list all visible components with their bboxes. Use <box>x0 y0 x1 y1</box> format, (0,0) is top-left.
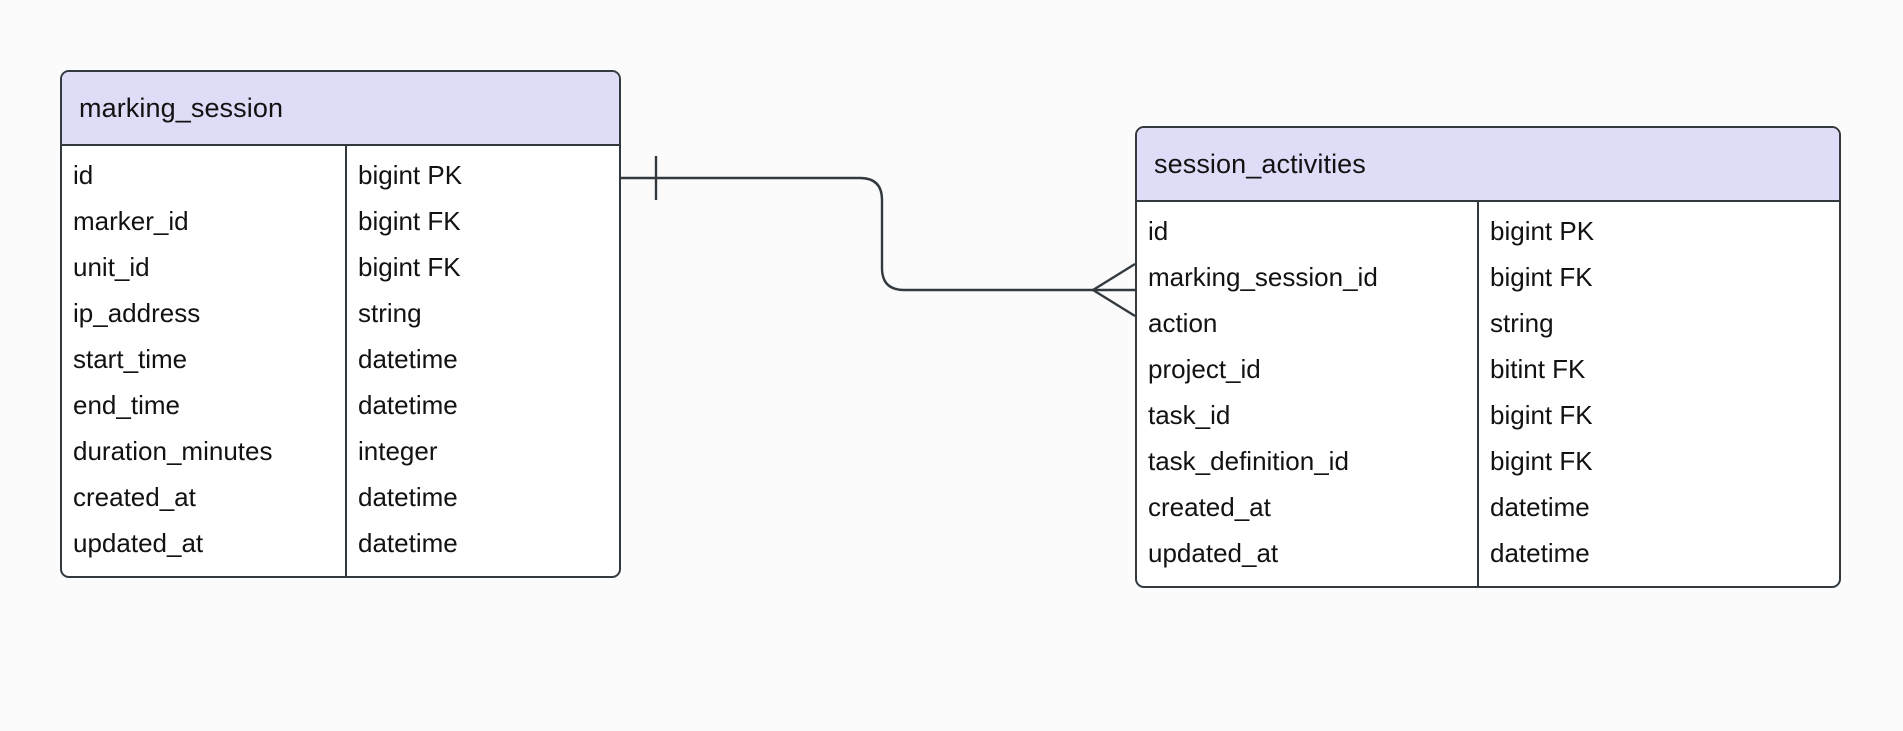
entity-body-session-activities: id marking_session_id action project_id … <box>1137 202 1839 586</box>
field-name-column: id marking_session_id action project_id … <box>1137 202 1479 586</box>
field-type: integer <box>358 435 438 466</box>
field-type: bigint FK <box>1490 261 1593 292</box>
field-type: bigint FK <box>1490 445 1593 476</box>
crows-foot-icon <box>1092 288 1136 318</box>
field-type: datetime <box>358 389 458 420</box>
field-type: datetime <box>358 343 458 374</box>
field-name: marking_session_id <box>1148 261 1378 292</box>
field-name: ip_address <box>73 297 201 328</box>
field-type: datetime <box>358 481 458 512</box>
field-name: id <box>1148 215 1169 246</box>
field-type: bigint FK <box>358 205 461 236</box>
field-type: datetime <box>1490 537 1590 568</box>
field-type: bigint PK <box>1490 215 1595 246</box>
field-type: datetime <box>1490 491 1590 522</box>
field-name: task_id <box>1148 399 1231 430</box>
field-name: id <box>73 159 94 190</box>
field-name-column: id marker_id unit_id ip_address start_ti… <box>62 146 347 576</box>
field-name: created_at <box>73 481 196 512</box>
field-type-column: bigint PK bigint FK string bitint FK big… <box>1479 202 1839 586</box>
field-name: updated_at <box>73 527 204 558</box>
entity-title: session_activities <box>1154 148 1366 179</box>
field-name: marker_id <box>73 205 189 236</box>
field-type-column: bigint PK bigint FK bigint FK string dat… <box>347 146 619 576</box>
field-name: action <box>1148 307 1218 338</box>
entity-title: marking_session <box>79 92 284 123</box>
field-type: bitint FK <box>1490 353 1586 384</box>
crows-foot-icon <box>1092 262 1136 292</box>
entity-body-marking-session: id marker_id unit_id ip_address start_ti… <box>62 146 619 576</box>
relationship-line-marking-session-to-session-activities <box>621 176 1135 292</box>
entity-header-marking-session: marking_session <box>62 72 619 146</box>
field-name: updated_at <box>1148 537 1279 568</box>
entity-marking-session[interactable]: marking_session id marker_id unit_id ip_… <box>60 70 621 578</box>
field-name: task_definition_id <box>1148 445 1349 476</box>
field-type: string <box>358 297 422 328</box>
field-name: end_time <box>73 389 180 420</box>
entity-session-activities[interactable]: session_activities id marking_session_id… <box>1135 126 1841 588</box>
field-name: created_at <box>1148 491 1271 522</box>
field-type: datetime <box>358 527 458 558</box>
field-name: start_time <box>73 343 188 374</box>
field-type: bigint FK <box>358 251 461 282</box>
field-type: bigint FK <box>1490 399 1593 430</box>
field-type: bigint PK <box>358 159 463 190</box>
entity-header-session-activities: session_activities <box>1137 128 1839 202</box>
field-type: string <box>1490 307 1554 338</box>
field-name: duration_minutes <box>73 435 273 466</box>
field-name: unit_id <box>73 251 150 282</box>
field-name: project_id <box>1148 353 1261 384</box>
